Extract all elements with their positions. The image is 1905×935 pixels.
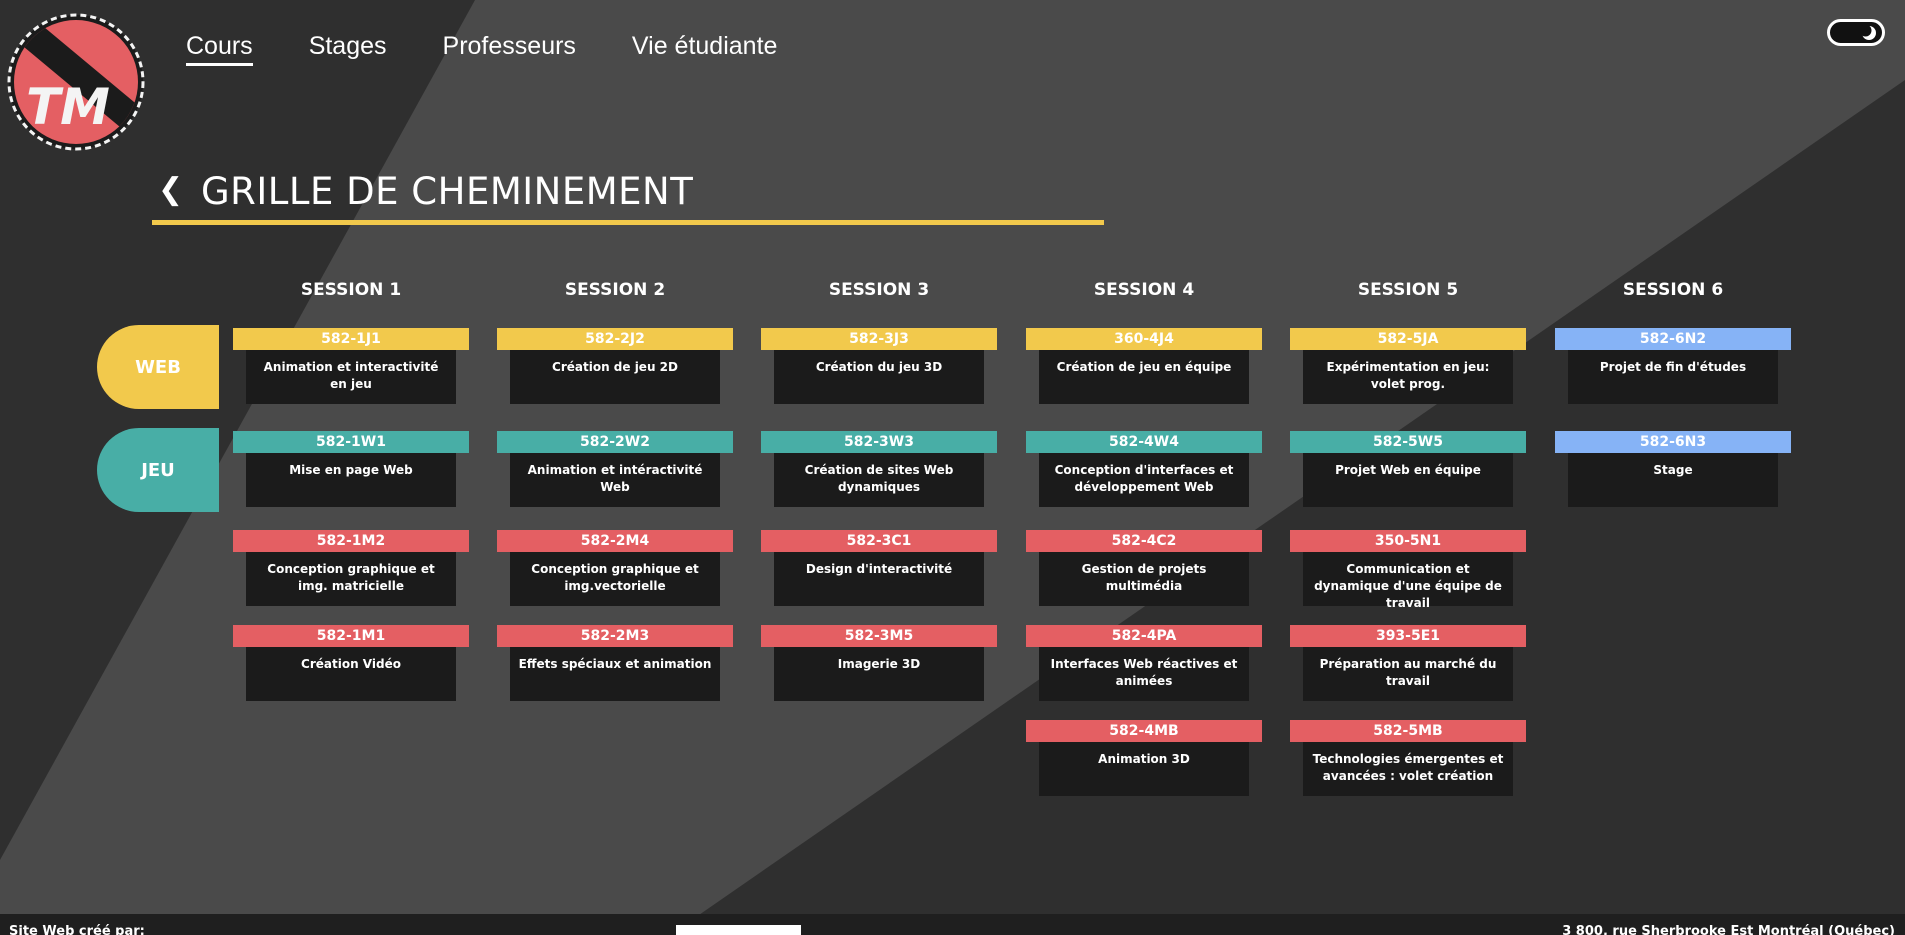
nav-cours[interactable]: Cours (186, 32, 253, 66)
course-card[interactable]: 582-1M1 Création Vidéo (233, 625, 469, 701)
course-name: Design d'interactivité (774, 552, 984, 606)
footer-address: 3 800, rue Sherbrooke Est Montréal (Québ… (1562, 924, 1895, 935)
course-name: Création du jeu 3D (774, 350, 984, 404)
course-code: 582-4MB (1026, 720, 1262, 742)
course-code: 582-6N3 (1555, 431, 1791, 453)
course-code: 582-5W5 (1290, 431, 1526, 453)
course-name: Communication et dynamique d'une équipe … (1303, 552, 1513, 610)
logo-text: TM (26, 78, 110, 136)
main-nav: Cours Stages Professeurs Vie étudiante (186, 32, 777, 66)
course-card[interactable]: 582-4W4 Conception d'interfaces et dével… (1026, 431, 1262, 507)
course-code: 582-2M4 (497, 530, 733, 552)
course-name: Gestion de projets multimédia (1039, 552, 1249, 606)
nav-professeurs[interactable]: Professeurs (442, 32, 576, 60)
course-name: Conception graphique et img. matricielle (246, 552, 456, 606)
course-code: 582-4W4 (1026, 431, 1262, 453)
course-code: 582-2M3 (497, 625, 733, 647)
footer-logo-mark (676, 925, 801, 935)
course-code: 582-1W1 (233, 431, 469, 453)
course-code: 393-5E1 (1290, 625, 1526, 647)
track-web-tab[interactable]: WEB (97, 325, 219, 409)
dark-mode-toggle[interactable] (1827, 19, 1885, 46)
course-code: 582-3M5 (761, 625, 997, 647)
course-code: 582-3W3 (761, 431, 997, 453)
logo-icon: TM (7, 13, 145, 151)
course-card[interactable]: 582-2W2 Animation et intéractivité Web (497, 431, 733, 507)
course-name: Projet de fin d'études (1568, 350, 1778, 404)
site-logo[interactable]: TM (6, 12, 146, 152)
session-6-header: SESSION 6 (1622, 280, 1724, 300)
course-code: 582-1M1 (233, 625, 469, 647)
track-jeu-tab[interactable]: JEU (97, 428, 219, 512)
nav-vie-etudiante[interactable]: Vie étudiante (631, 32, 778, 60)
course-name: Création de sites Web dynamiques (774, 453, 984, 507)
course-code: 360-4J4 (1026, 328, 1262, 350)
session-2-header: SESSION 2 (564, 280, 666, 300)
course-card[interactable]: 582-2M4 Conception graphique et img.vect… (497, 530, 733, 606)
course-name: Animation et interactivité en jeu (246, 350, 456, 404)
course-code: 350-5N1 (1290, 530, 1526, 552)
course-code: 582-1M2 (233, 530, 469, 552)
course-name: Création de jeu en équipe (1039, 350, 1249, 404)
page-title: GRILLE DE CHEMINEMENT (201, 170, 694, 213)
course-code: 582-5MB (1290, 720, 1526, 742)
course-name: Animation 3D (1039, 742, 1249, 796)
course-card[interactable]: 582-3M5 Imagerie 3D (761, 625, 997, 701)
course-name: Projet Web en équipe (1303, 453, 1513, 507)
session-1-header: SESSION 1 (300, 280, 402, 300)
course-card[interactable]: 582-1J1 Animation et interactivité en je… (233, 328, 469, 404)
course-name: Animation et intéractivité Web (510, 453, 720, 507)
course-card[interactable]: 360-4J4 Création de jeu en équipe (1026, 328, 1262, 404)
course-card[interactable]: 582-5JA Expérimentation en jeu: volet pr… (1290, 328, 1526, 404)
course-code: 582-2J2 (497, 328, 733, 350)
course-name: Expérimentation en jeu: volet prog. (1303, 350, 1513, 404)
moon-icon (1861, 25, 1876, 40)
course-name: Création Vidéo (246, 647, 456, 701)
course-card[interactable]: 350-5N1 Communication et dynamique d'une… (1290, 530, 1526, 610)
course-code: 582-6N2 (1555, 328, 1791, 350)
course-code: 582-3C1 (761, 530, 997, 552)
course-name: Conception d'interfaces et développement… (1039, 453, 1249, 507)
course-card[interactable]: 582-1M2 Conception graphique et img. mat… (233, 530, 469, 606)
back-chevron-icon[interactable]: ❮ (158, 172, 184, 207)
course-card[interactable]: 582-1W1 Mise en page Web (233, 431, 469, 507)
course-name: Technologies émergentes et avancées : vo… (1303, 742, 1513, 796)
course-card[interactable]: 582-5MB Technologies émergentes et avanc… (1290, 720, 1526, 796)
course-name: Interfaces Web réactives et animées (1039, 647, 1249, 701)
course-code: 582-5JA (1290, 328, 1526, 350)
course-code: 582-4C2 (1026, 530, 1262, 552)
course-card[interactable]: 582-3C1 Design d'interactivité (761, 530, 997, 606)
nav-stages[interactable]: Stages (308, 32, 387, 60)
site-footer: Site Web créé par: 3 800, rue Sherbrooke… (0, 914, 1905, 935)
course-card[interactable]: 582-6N3 Stage (1555, 431, 1791, 507)
course-card[interactable]: 582-4C2 Gestion de projets multimédia (1026, 530, 1262, 606)
course-card[interactable]: 582-5W5 Projet Web en équipe (1290, 431, 1526, 507)
course-name: Préparation au marché du travail (1303, 647, 1513, 701)
course-name: Effets spéciaux et animation (510, 647, 720, 701)
footer-credits: Site Web créé par: (9, 924, 145, 935)
course-card[interactable]: 582-4MB Animation 3D (1026, 720, 1262, 796)
course-card[interactable]: 393-5E1 Préparation au marché du travail (1290, 625, 1526, 701)
course-code: 582-3J3 (761, 328, 997, 350)
course-card[interactable]: 582-2J2 Création de jeu 2D (497, 328, 733, 404)
course-name: Création de jeu 2D (510, 350, 720, 404)
course-code: 582-2W2 (497, 431, 733, 453)
session-4-header: SESSION 4 (1093, 280, 1195, 300)
page-title-bar: ❮ GRILLE DE CHEMINEMENT (152, 170, 1104, 225)
course-name: Stage (1568, 453, 1778, 507)
session-5-header: SESSION 5 (1357, 280, 1459, 300)
course-card[interactable]: 582-3W3 Création de sites Web dynamiques (761, 431, 997, 507)
course-name: Mise en page Web (246, 453, 456, 507)
course-code: 582-1J1 (233, 328, 469, 350)
course-name: Conception graphique et img.vectorielle (510, 552, 720, 606)
session-3-header: SESSION 3 (828, 280, 930, 300)
course-card[interactable]: 582-6N2 Projet de fin d'études (1555, 328, 1791, 404)
course-code: 582-4PA (1026, 625, 1262, 647)
course-card[interactable]: 582-2M3 Effets spéciaux et animation (497, 625, 733, 701)
course-name: Imagerie 3D (774, 647, 984, 701)
course-card[interactable]: 582-3J3 Création du jeu 3D (761, 328, 997, 404)
course-card[interactable]: 582-4PA Interfaces Web réactives et anim… (1026, 625, 1262, 701)
